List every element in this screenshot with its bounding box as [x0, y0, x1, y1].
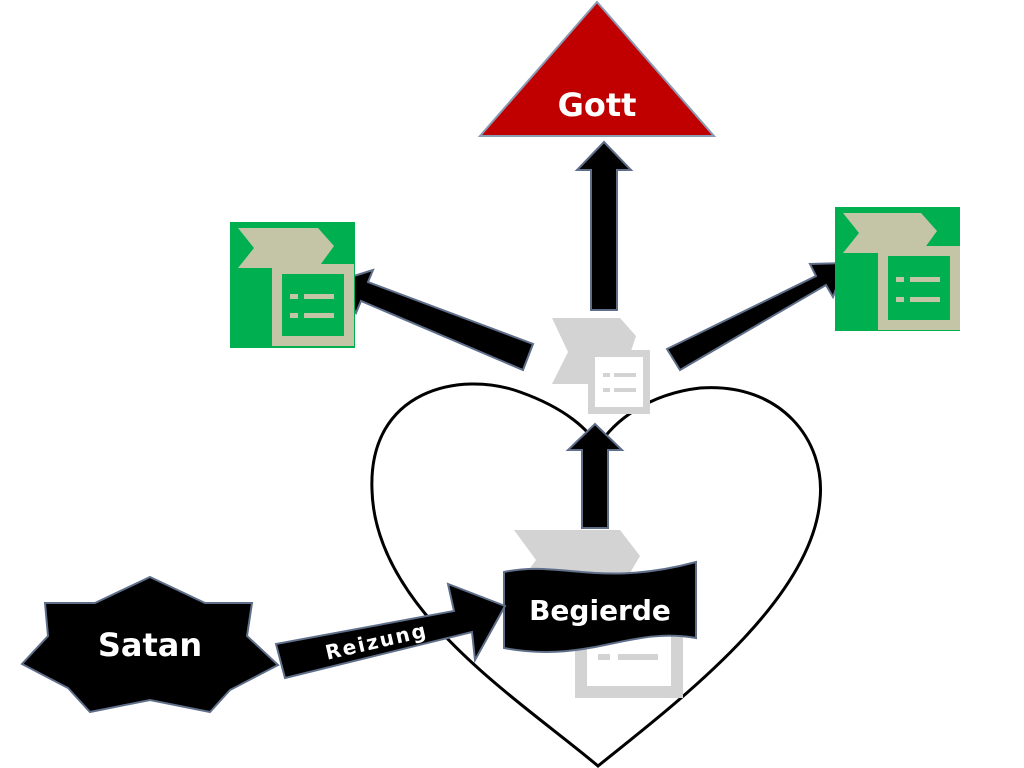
arrow-to-gott: [574, 140, 634, 311]
begierde-label: Begierde: [529, 594, 671, 627]
document-list-icon: [835, 207, 960, 331]
begierde-node: Begierde: [503, 560, 697, 653]
begierde-banner: [503, 560, 697, 653]
reizung-arrow: Reizung: [274, 582, 507, 680]
arrow-to-left-icon: [336, 268, 535, 372]
satan-label: Satan: [98, 626, 202, 664]
arrow-to-right-icon: [665, 261, 848, 372]
arrow-begierde-up: [565, 422, 625, 529]
satan-star: [20, 575, 280, 714]
gott-triangle: [477, 0, 717, 137]
reizung-arrow-shape: [274, 582, 507, 680]
document-list-icon: [230, 222, 355, 348]
document-list-icon: [552, 318, 650, 414]
satan-node: Satan: [20, 575, 280, 714]
gott-label: Gott: [558, 86, 637, 124]
gott-node: Gott: [477, 0, 717, 137]
